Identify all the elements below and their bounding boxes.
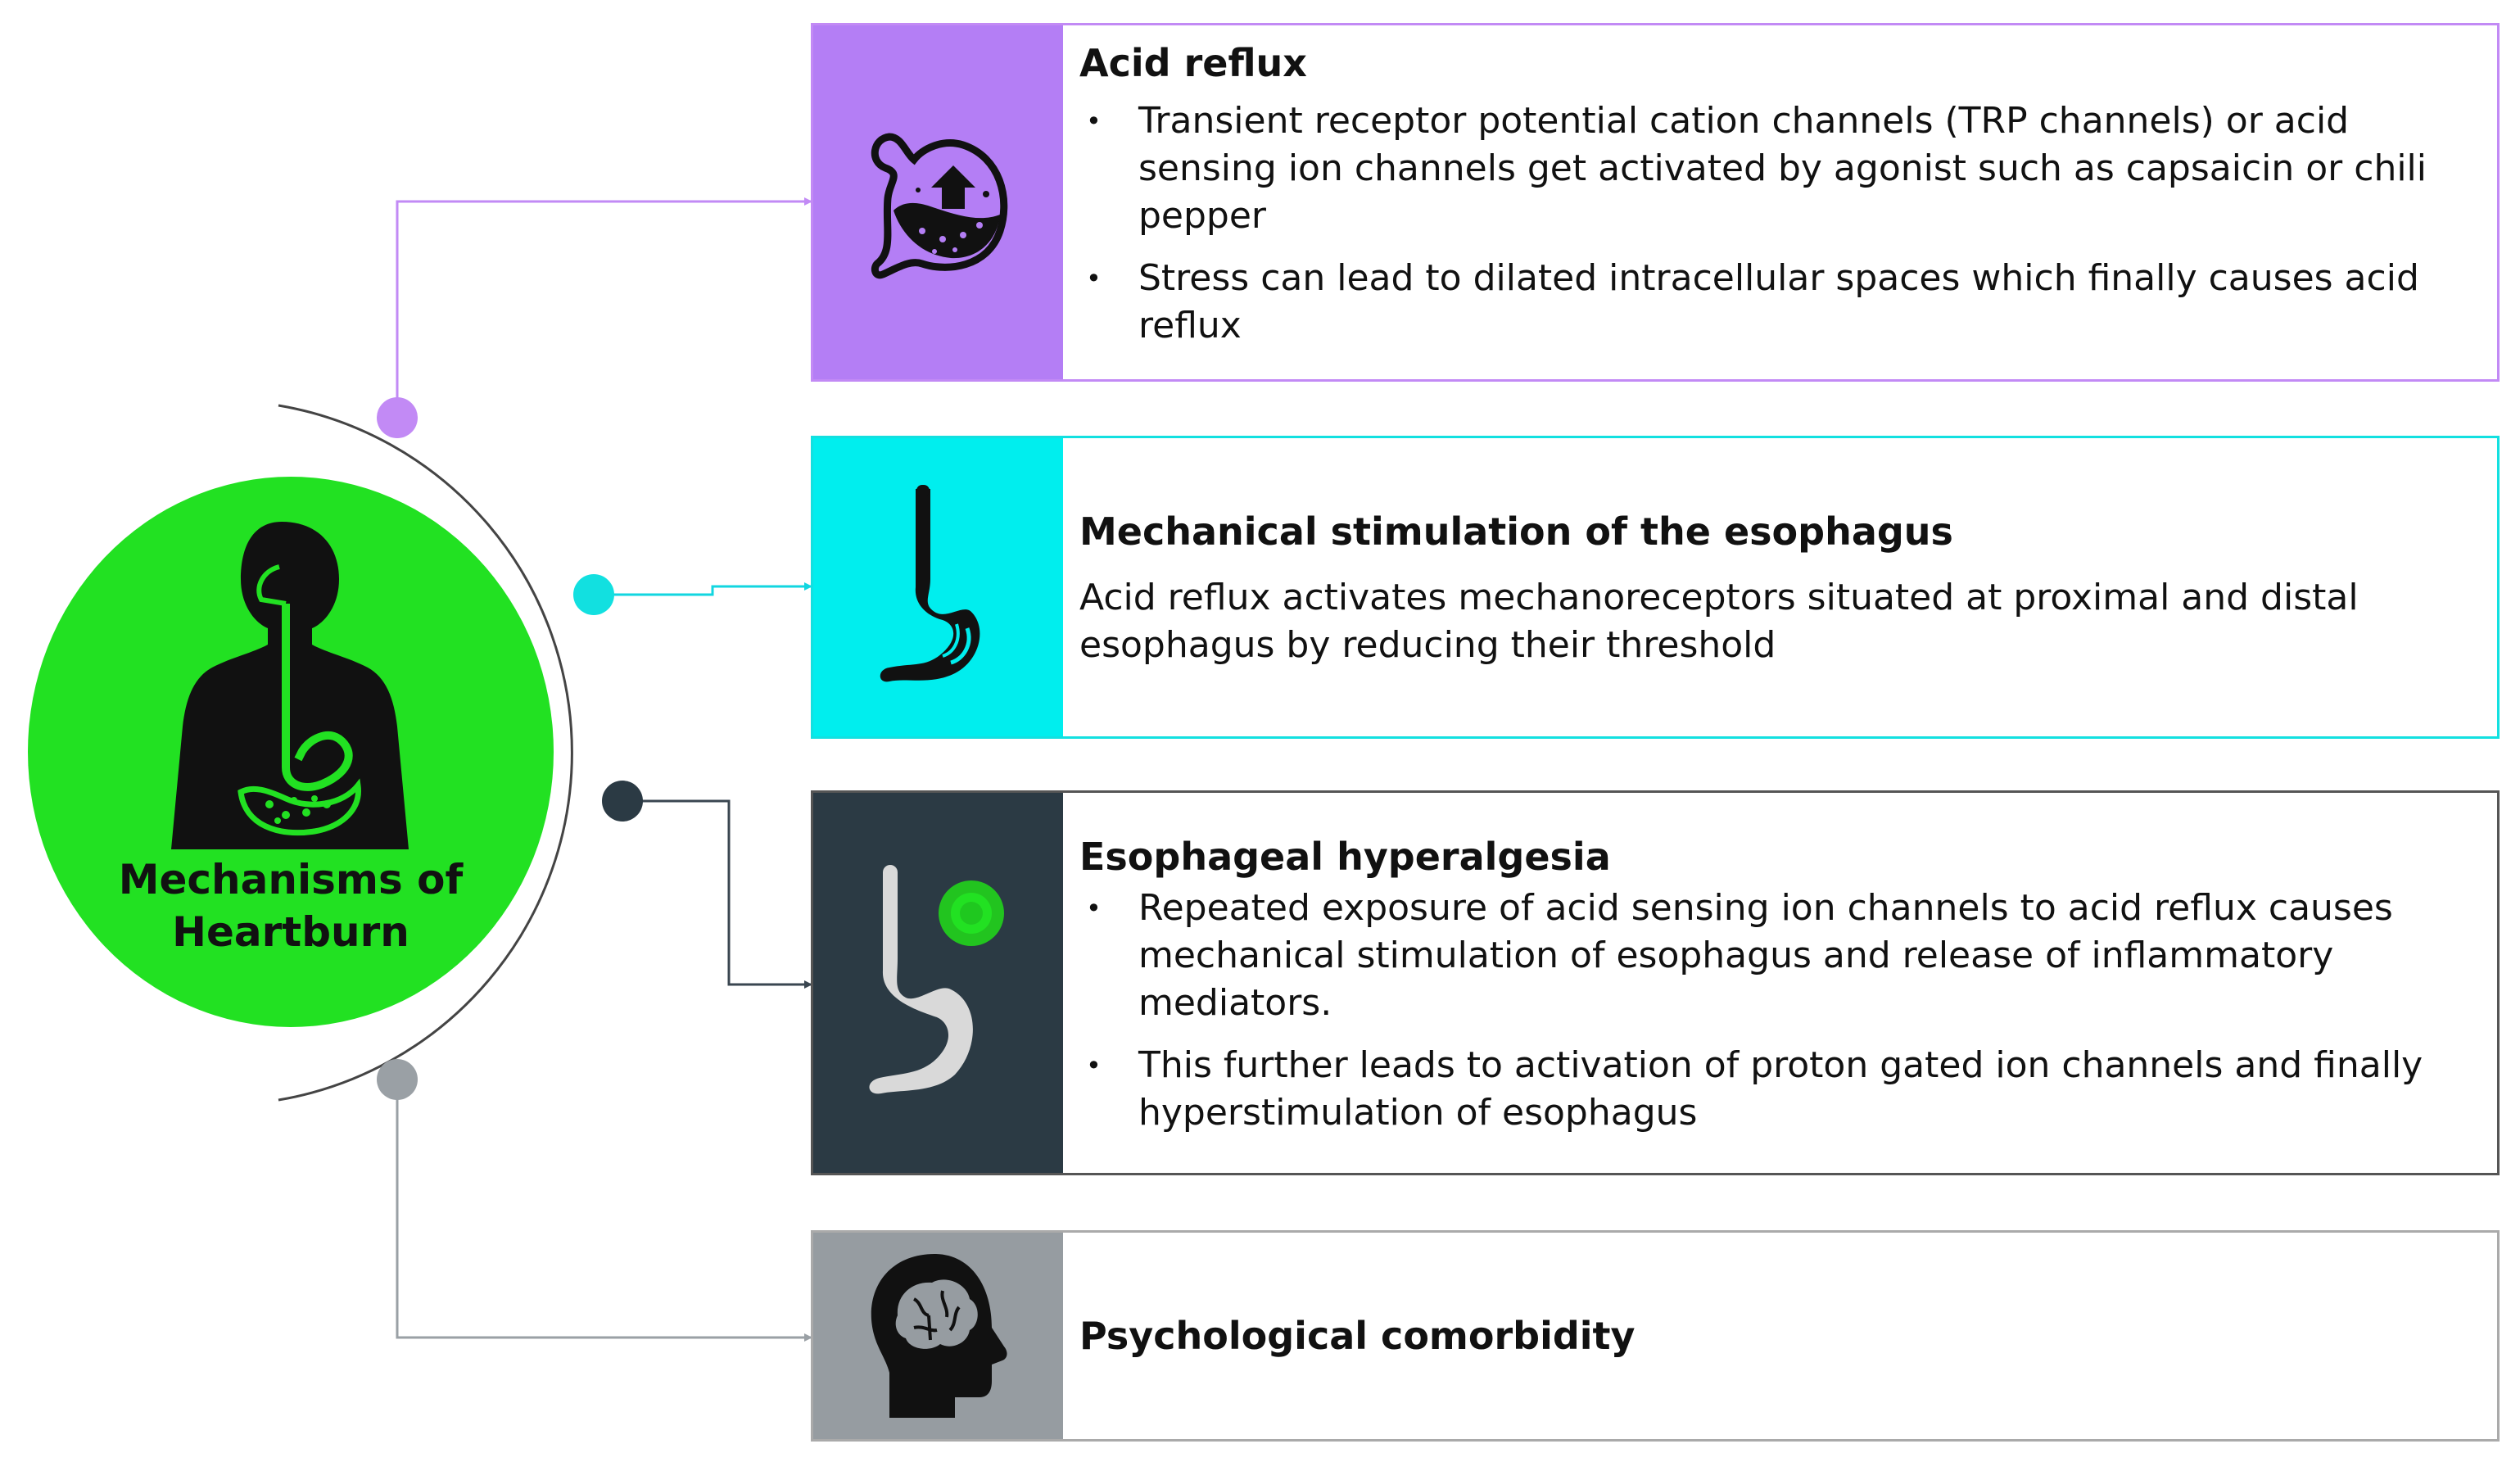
card-mechanical-stimulation: Mechanical stimulation of the esophagus … (811, 436, 2500, 739)
hub-title: Mechanisms of Heartburn (28, 853, 554, 958)
stomach-esophagus-icon (880, 485, 979, 682)
node-dot-mechanical (573, 574, 614, 615)
card-acid-reflux-bullets: Transient receptor potential cation chan… (1079, 97, 2477, 350)
node-dot-acid-reflux (377, 397, 418, 438)
card-hyperalgesia-icon-panel (813, 793, 1063, 1173)
hub-arc (278, 404, 573, 1102)
card-acid-reflux-title: Acid reflux (1079, 41, 1307, 85)
card-mechanical-body: Acid reflux activates mechanoreceptors s… (1079, 577, 2359, 666)
connector-psychological (396, 1080, 812, 1342)
bullet-item: Stress can lead to dilated intracellular… (1079, 255, 2477, 350)
card-hyperalgesia-text: Esophageal hyperalgesia Repeated exposur… (1079, 793, 2477, 1173)
card-psychological-comorbidity: Psychological comorbidity (811, 1230, 2500, 1442)
hub-circle: Mechanisms of Heartburn (28, 477, 554, 1027)
bullet-item: This further leads to activation of prot… (1079, 1042, 2477, 1137)
stomach-acid-icon (871, 133, 1007, 279)
card-mechanical-title: Mechanical stimulation of the esophagus (1079, 509, 1953, 554)
card-mechanical-icon-panel (813, 438, 1063, 736)
card-acid-reflux-icon-panel (813, 25, 1063, 379)
card-psychological-icon-panel (813, 1233, 1063, 1439)
card-psychological-title: Psychological comorbidity (1079, 1314, 1636, 1358)
card-esophageal-hyperalgesia: Esophageal hyperalgesia Repeated exposur… (811, 790, 2500, 1175)
hub-title-line2: Heartburn (172, 908, 409, 956)
connector-mechanical (594, 582, 812, 596)
connector-acid-reflux (396, 197, 812, 418)
node-dot-psychological (377, 1059, 418, 1100)
inflamed-esophagus-icon (868, 865, 1004, 1094)
card-acid-reflux-text: Acid reflux Transient receptor potential… (1079, 25, 2477, 379)
node-dot-hyperalgesia (602, 781, 643, 822)
card-mechanical-text: Mechanical stimulation of the esophagus … (1079, 438, 2477, 736)
card-hyperalgesia-bullets: Repeated exposure of acid sensing ion ch… (1079, 885, 2477, 1137)
human-digestive-system-icon (171, 522, 409, 849)
bullet-item: Transient receptor potential cation chan… (1079, 97, 2477, 240)
head-brain-icon (871, 1254, 1007, 1418)
connector-hyperalgesia (622, 799, 812, 989)
bullet-item: Repeated exposure of acid sensing ion ch… (1079, 885, 2477, 1027)
hub-title-line1: Mechanisms of (118, 856, 464, 903)
card-psychological-text: Psychological comorbidity (1079, 1233, 2477, 1439)
card-acid-reflux: Acid reflux Transient receptor potential… (811, 23, 2500, 382)
card-hyperalgesia-title: Esophageal hyperalgesia (1079, 835, 1611, 879)
